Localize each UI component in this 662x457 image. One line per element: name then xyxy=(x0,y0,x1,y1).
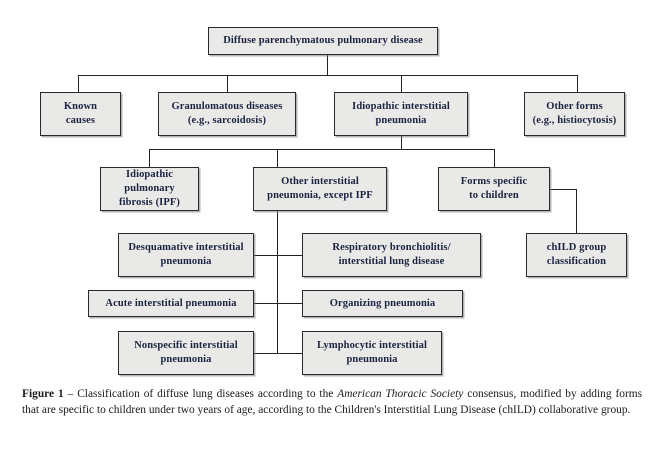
node-respiratory-bronchiolitis: Respiratory bronchiolitis/ interstitial … xyxy=(302,233,481,277)
connector-drop-idiopathic-interstitial xyxy=(401,75,402,92)
figure-caption: Figure 1 – Classification of diffuse lun… xyxy=(22,386,642,418)
node-idiopathic-interstitial-pneumonia: Idiopathic interstitial pneumonia xyxy=(334,92,468,136)
figure-caption-label: Figure 1 xyxy=(22,388,64,400)
node-desquamative-interstitial-pneumonia: Desquamative interstitial pneumonia xyxy=(118,233,254,277)
connector-row2-bus xyxy=(149,149,495,150)
node-granulomatous-diseases: Granulomatous diseases (e.g., sarcoidosi… xyxy=(158,92,296,136)
figure-caption-part2: consensus, modified by adding forms that… xyxy=(22,388,643,417)
node-other-interstitial-pneumonia: Other interstitial pneumonia, except IPF xyxy=(253,167,387,211)
node-diffuse-parenchymatous-pulmonary-disease: Diffuse parenchymatous pulmonary disease xyxy=(208,27,438,55)
node-known-causes: Known causes xyxy=(40,92,121,136)
connector-spine-to-respiratory xyxy=(277,255,303,256)
connector-root-stem xyxy=(327,55,328,75)
connector-drop-other-interstitial xyxy=(277,149,278,167)
node-other-forms: Other forms (e.g., histiocytosis) xyxy=(524,92,625,136)
connector-drop-ipf xyxy=(149,149,150,167)
connector-drop-known-causes xyxy=(78,75,79,92)
node-lymphocytic-interstitial-pneumonia: Lymphocytic interstitial pneumonia xyxy=(302,331,442,375)
connector-acute-to-spine xyxy=(254,303,278,304)
node-forms-specific-to-children: Forms specific to children xyxy=(438,167,550,211)
connector-nonspecific-to-spine xyxy=(254,353,278,354)
connector-drop-other-forms xyxy=(577,75,578,92)
connector-other-interstitial-spine xyxy=(277,211,278,354)
connector-forms-children-to-child-v xyxy=(576,189,577,233)
connector-spine-to-lymphocytic xyxy=(277,353,303,354)
connector-drop-granulomatous xyxy=(227,75,228,92)
node-acute-interstitial-pneumonia: Acute interstitial pneumonia xyxy=(88,290,254,317)
connector-desquamative-to-spine xyxy=(254,255,278,256)
connector-stem-idiopathic-interstitial xyxy=(401,136,402,149)
figure-caption-dash: – xyxy=(63,388,78,400)
node-idiopathic-pulmonary-fibrosis: Idiopathic pulmonary fibrosis (IPF) xyxy=(100,167,199,211)
connector-drop-forms-children xyxy=(494,149,495,167)
figure-caption-part1: Classification of diffuse lung diseases … xyxy=(77,388,338,400)
connector-forms-children-to-child-h xyxy=(550,189,577,190)
figure-caption-society-name: American Thoracic Society xyxy=(337,388,464,400)
node-nonspecific-interstitial-pneumonia: Nonspecific interstitial pneumonia xyxy=(118,331,254,375)
node-child-group-classification: chILD group classification xyxy=(526,233,627,277)
connector-spine-to-organizing xyxy=(277,303,303,304)
node-organizing-pneumonia: Organizing pneumonia xyxy=(302,290,463,317)
connector-row1-bus xyxy=(78,75,578,76)
